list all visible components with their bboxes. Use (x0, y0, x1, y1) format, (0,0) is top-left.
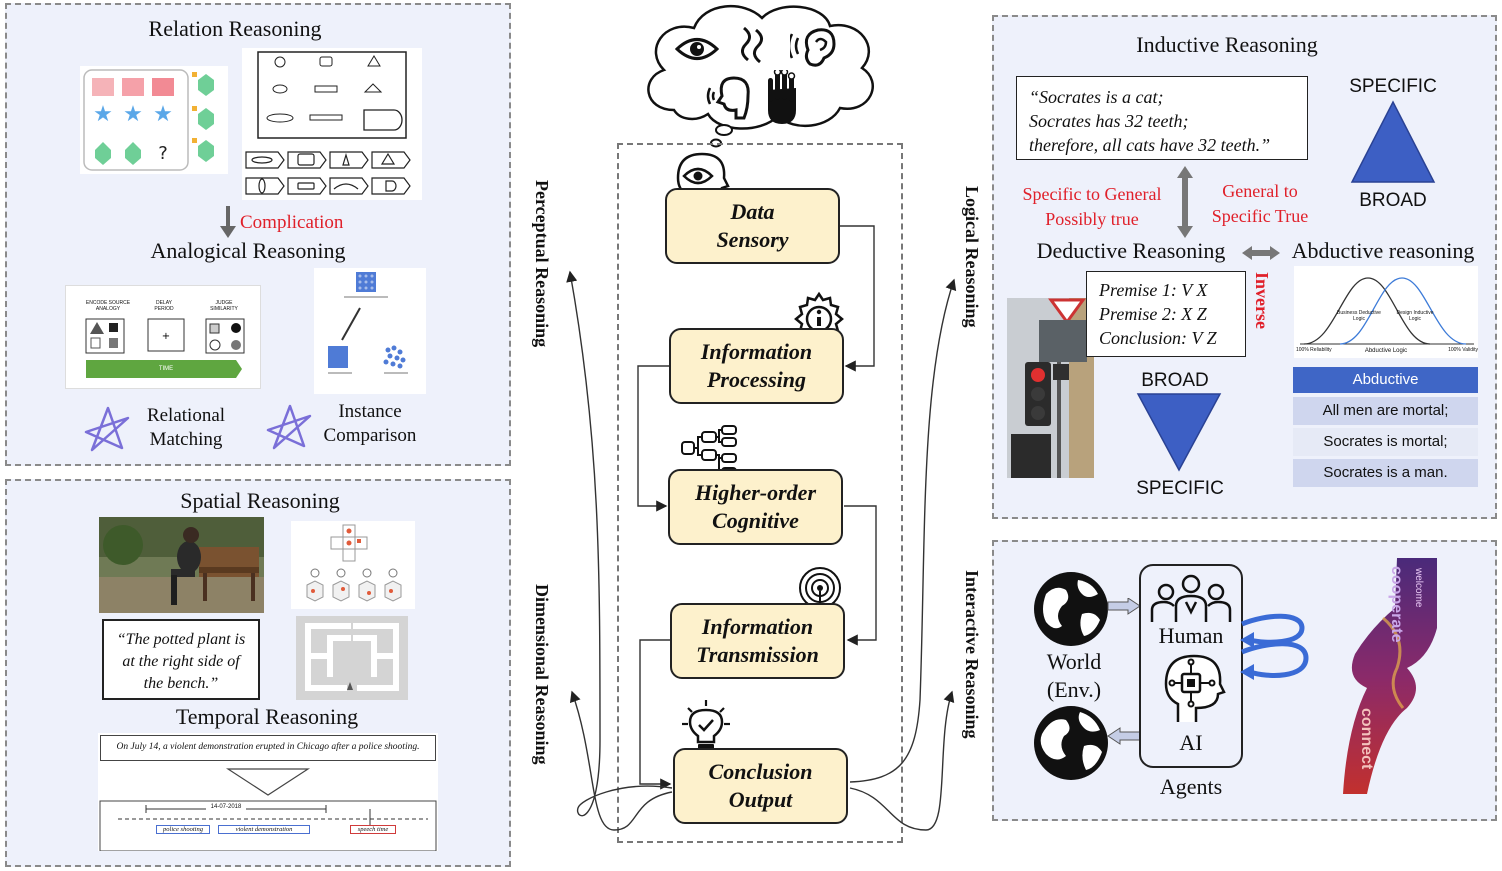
instance-comparison-star-icon (266, 404, 312, 450)
broad-label-top: BROAD (1359, 190, 1427, 211)
logical-reasoning-label: Logical Reasoning (962, 186, 982, 328)
svg-text:?: ? (158, 143, 168, 164)
general-to-specific-label: General to Specific True (1211, 181, 1309, 226)
abductive-row-3: Socrates is a man. (1293, 459, 1478, 487)
ai-label: AI (1179, 730, 1203, 755)
hand-word-welcome: welcome (1413, 568, 1424, 608)
abductive-row-2: Socrates is mortal; (1293, 428, 1478, 456)
spatial-quote-box: “The potted plant is at the right side o… (102, 619, 260, 700)
cube-net-image (291, 521, 415, 609)
complication-label: Complication (240, 212, 344, 233)
loop-arrows (1240, 613, 1309, 680)
premise-box: Premise 1: V X Premise 2: X Z Conclusion… (1086, 271, 1246, 357)
speaking-head-icon (706, 76, 750, 120)
ai-head-icon (1164, 654, 1226, 722)
specific-label-bottom: SPECIFIC (1136, 478, 1224, 499)
ear-icon (790, 28, 836, 67)
traffic-light-photo (1007, 298, 1094, 478)
thought-cloud (647, 5, 874, 148)
horizontal-double-arrow (1242, 246, 1280, 260)
dimensional-reasoning-label: Dimensional Reasoning (532, 584, 552, 765)
abductive-reasoning-title: Abductive reasoning (1291, 238, 1475, 263)
vertical-double-arrow (1177, 166, 1193, 238)
maze-image (296, 616, 408, 700)
agents-label: Agents (1159, 774, 1223, 799)
interactive-reasoning-label: Interactive Reasoning (962, 570, 982, 739)
spatial-quote-text: “The potted plant is at the right side o… (116, 631, 246, 692)
timeline-tag-speech: speech time (350, 825, 396, 834)
svg-text:★: ★ (93, 102, 113, 127)
world-arrows (1107, 598, 1141, 745)
time-label: TIME (158, 366, 174, 372)
spatial-reasoning-title: Spatial Reasoning (180, 488, 340, 513)
hand-word-cooperate: cooperate (1388, 566, 1405, 643)
timeline-tag-police: police shooting (156, 825, 210, 834)
inductive-reasoning-title: Inductive Reasoning (1136, 32, 1318, 57)
eye-icon (675, 38, 719, 60)
svg-text:+: + (162, 331, 170, 342)
process-connectors (566, 225, 957, 831)
instance-comparison-image (314, 268, 426, 394)
specific-label-top: SPECIFIC (1349, 76, 1437, 97)
globe-icon-bottom (1034, 706, 1108, 780)
specific-to-general-label: Specific to General Possibly true (1022, 184, 1162, 229)
instance-comparison-label: Instance Comparison (323, 401, 417, 446)
inductive-quote-box: “Socrates is a cat; Socrates has 32 teet… (1016, 76, 1308, 160)
timeline-tag-demonstration: violent demonstration (218, 825, 310, 834)
lightbulb-check-icon (682, 700, 730, 749)
globe-icon-top (1034, 572, 1108, 646)
abductive-table-header: Abductive (1293, 367, 1478, 393)
deductive-reasoning-title: Deductive Reasoning (1036, 238, 1226, 263)
human-label: Human (1158, 623, 1224, 648)
people-group-icon (1150, 574, 1232, 622)
analogy-timeline-image: ENCODE SOURCE ANALOGY DELAY PERIOD JUDGE… (65, 285, 261, 389)
triangle-up (1350, 100, 1436, 183)
temporal-reasoning-title: Temporal Reasoning (175, 704, 359, 729)
broad-label-bottom: BROAD (1141, 370, 1209, 391)
matrix-puzzle-image: ★ ★ ★ ? (80, 66, 228, 174)
relational-matching-label: Relational Matching (146, 405, 226, 450)
temporal-sentence-box (100, 735, 436, 761)
abductive-row-1: All men are mortal; (1293, 397, 1478, 425)
triangle-down (1136, 393, 1222, 472)
timeline-date: 14-07-2018 (206, 804, 246, 810)
temporal-sentence: On July 14, a violent demonstration erup… (116, 742, 420, 752)
svg-text:★: ★ (153, 102, 173, 127)
nose-smell-icon (741, 26, 763, 64)
world-label: World (Env.) (1046, 649, 1102, 702)
perceptual-reasoning-label: Perceptual Reasoning (532, 180, 552, 348)
handshake-image: cooperate welcome connect (1337, 558, 1439, 794)
bench-photo (99, 517, 264, 613)
inverse-label: Inverse (1252, 272, 1272, 329)
shape-analogy-image (242, 48, 422, 200)
relation-reasoning-title: Relation Reasoning (148, 16, 322, 41)
analogical-reasoning-title: Analogical Reasoning (150, 238, 346, 263)
svg-text:★: ★ (123, 102, 143, 127)
down-arrow (220, 206, 236, 238)
hand-touch-icon (768, 70, 796, 124)
abductive-curve-chart: Business Deductive Logic Design Inductiv… (1294, 266, 1478, 358)
hand-word-connect: connect (1358, 708, 1375, 770)
relational-matching-star-icon (84, 406, 130, 452)
agents-box (1139, 564, 1243, 768)
process-container (617, 143, 903, 843)
temporal-timeline-image: On July 14, a violent demonstration erup… (98, 733, 438, 851)
